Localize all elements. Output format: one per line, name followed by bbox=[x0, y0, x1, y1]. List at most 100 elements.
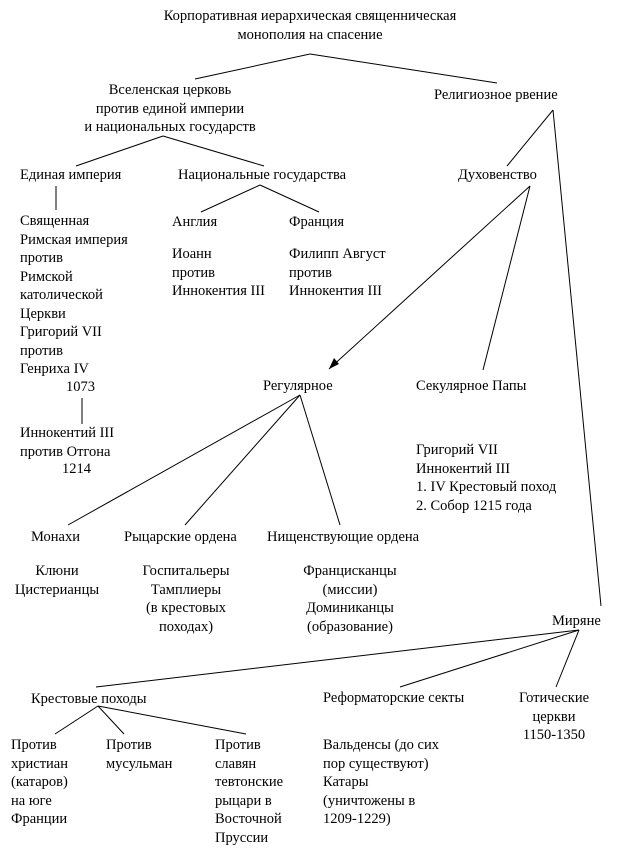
node-vs-slavs-line-1: Против bbox=[215, 737, 261, 753]
node-holy-roman-empire-line-3: против bbox=[20, 250, 64, 266]
node-waldenses-cathars-line-5: 1209-1229) bbox=[323, 811, 391, 827]
node-vs-christians-line-2: христиан bbox=[11, 755, 68, 772]
node-mendicant-orders-line-1: Нищенствующие ордена bbox=[267, 529, 420, 545]
node-religious-zeal: Религиозное рвение bbox=[434, 86, 558, 105]
node-religious-zeal-line-1: Религиозное рвение bbox=[434, 87, 558, 103]
node-holy-roman-empire-line-1: Священная bbox=[20, 213, 90, 229]
line-regular-to-monks bbox=[67, 394, 301, 526]
line-zeal-to-clergy bbox=[506, 109, 554, 167]
node-hospitallers-templars-line-4: походах) bbox=[158, 618, 214, 635]
node-regular-line-1: Регулярное bbox=[263, 378, 333, 394]
node-single-empire-line-1: Единая империя bbox=[20, 167, 122, 183]
node-single-empire: Единая империя bbox=[20, 166, 121, 185]
node-reform-sects: Реформаторские секты bbox=[323, 689, 464, 708]
node-hospitallers-templars-line-3: (в крестовых bbox=[145, 600, 227, 616]
node-philip-vs-innocent-line-3: Иннокентия III bbox=[289, 283, 382, 299]
node-laity-line-1: Миряне bbox=[552, 613, 601, 629]
node-monks-line-1: Монахи bbox=[31, 529, 80, 545]
node-philip-vs-innocent-line-2: против bbox=[289, 264, 333, 281]
node-secular-popes: Секулярное Папы bbox=[416, 377, 526, 396]
node-popes-list-line-3: 1. IV Крестовый поход bbox=[416, 479, 557, 495]
node-england: Англия bbox=[172, 213, 217, 232]
node-waldenses-cathars-line-3: Катары bbox=[323, 774, 369, 790]
node-crusades: Крестовые походы bbox=[31, 690, 147, 709]
node-laity: Миряне bbox=[552, 612, 601, 631]
node-clergy: Духовенство bbox=[458, 166, 537, 185]
node-vs-slavs-line-3: тевтонские bbox=[215, 774, 284, 790]
node-hospitallers-templars-line-1: Госпитальеры bbox=[142, 563, 230, 579]
line-root-to-church bbox=[194, 53, 311, 80]
node-holy-roman-empire-line-2: Римская империя bbox=[20, 231, 128, 248]
node-root-line-2: монополия на спасение bbox=[237, 26, 383, 43]
node-franciscans-dominicans-line-4: (образование) bbox=[307, 618, 393, 635]
node-franciscans-dominicans-line-1: Францисканцы bbox=[303, 563, 397, 579]
node-universal-church-line-2: против единой империи bbox=[95, 100, 245, 117]
line-church-to-empire bbox=[75, 135, 164, 167]
node-franciscans-dominicans-line-2: (миссии) bbox=[322, 581, 378, 598]
node-national-states-line-1: Национальные государства bbox=[178, 167, 347, 183]
node-john-vs-innocent-line-1: Иоанн bbox=[172, 246, 212, 262]
node-root: Корпоративная иерархическая священническ… bbox=[108, 7, 512, 44]
node-vs-slavs-line-6: Пруссии bbox=[215, 829, 269, 846]
node-crusades-line-1: Крестовые походы bbox=[31, 691, 147, 707]
node-year-1073-line-1: 1073 bbox=[66, 379, 95, 395]
line-root-to-zeal bbox=[309, 53, 498, 84]
node-vs-muslims-line-2: мусульман bbox=[106, 755, 173, 772]
line-crusades-to-christians bbox=[54, 705, 99, 735]
node-gothic-churches-line-2: церкви bbox=[532, 708, 576, 725]
node-root-line-1: Корпоративная иерархическая священническ… bbox=[163, 8, 457, 24]
node-france-line-1: Франция bbox=[289, 214, 345, 230]
node-year-1214: 1214 bbox=[62, 460, 91, 479]
node-john-vs-innocent-line-2: против bbox=[172, 264, 216, 281]
node-waldenses-cathars-line-1: Вальденсы (до сих bbox=[323, 737, 439, 753]
node-philip-vs-innocent-line-1: Филипп Август bbox=[289, 246, 386, 262]
line-crusades-to-muslims bbox=[97, 705, 125, 735]
line-church-to-states bbox=[162, 135, 265, 167]
node-holy-roman-empire-line-8: против bbox=[20, 342, 64, 359]
node-vs-christians-line-1: Против bbox=[11, 737, 57, 753]
node-franciscans-dominicans-line-3: Доминиканцы bbox=[306, 600, 394, 616]
node-france: Франция bbox=[289, 213, 344, 232]
node-vs-slavs-line-4: рыцари в bbox=[215, 792, 272, 809]
node-clergy-line-1: Духовенство bbox=[458, 167, 537, 183]
line-clergy-to-regular bbox=[328, 185, 531, 370]
node-vs-christians-line-5: Франции bbox=[11, 811, 68, 827]
line-regular-to-knights bbox=[184, 394, 301, 526]
line-zeal-to-laity bbox=[552, 109, 602, 607]
node-franciscans-dominicans: Францисканцы (миссии) Доминиканцы (образова… bbox=[285, 562, 415, 636]
node-secular-popes-line-1: Секулярное Папы bbox=[416, 378, 527, 394]
node-holy-roman-empire-line-7: Григорий VII bbox=[20, 324, 102, 340]
arrowhead-regular bbox=[329, 358, 339, 369]
node-holy-roman-empire-line-5: католической bbox=[20, 287, 103, 303]
node-vs-christians-line-4: на юге bbox=[11, 792, 52, 809]
node-vs-muslims-line-1: Против bbox=[106, 737, 152, 753]
node-hospitallers-templars-line-2: Тамплиеры bbox=[150, 581, 222, 598]
node-innocent-vs-otto-line-1: Иннокентий III bbox=[20, 425, 115, 441]
node-waldenses-cathars-line-2: пор существуют) bbox=[323, 755, 429, 772]
node-monks: Монахи bbox=[31, 528, 80, 547]
line-clergy-to-secular bbox=[482, 185, 531, 371]
node-gothic-churches-line-3: 1150-1350 bbox=[522, 727, 586, 743]
node-knight-orders: Рыцарские ордена bbox=[124, 528, 237, 547]
node-popes-list-line-2: Иннокентий III bbox=[416, 460, 511, 477]
node-reform-sects-line-1: Реформаторские секты bbox=[323, 690, 465, 706]
line-laity-to-crusades bbox=[95, 629, 580, 688]
node-vs-slavs-line-2: славян bbox=[215, 755, 257, 772]
node-cluny-cistercians-line-1: Клюни bbox=[35, 563, 79, 579]
node-mendicant-orders: Нищенствующие ордена bbox=[267, 528, 419, 547]
line-states-to-england bbox=[200, 184, 261, 213]
node-universal-church-line-1: Вселенская церковь bbox=[108, 82, 232, 98]
